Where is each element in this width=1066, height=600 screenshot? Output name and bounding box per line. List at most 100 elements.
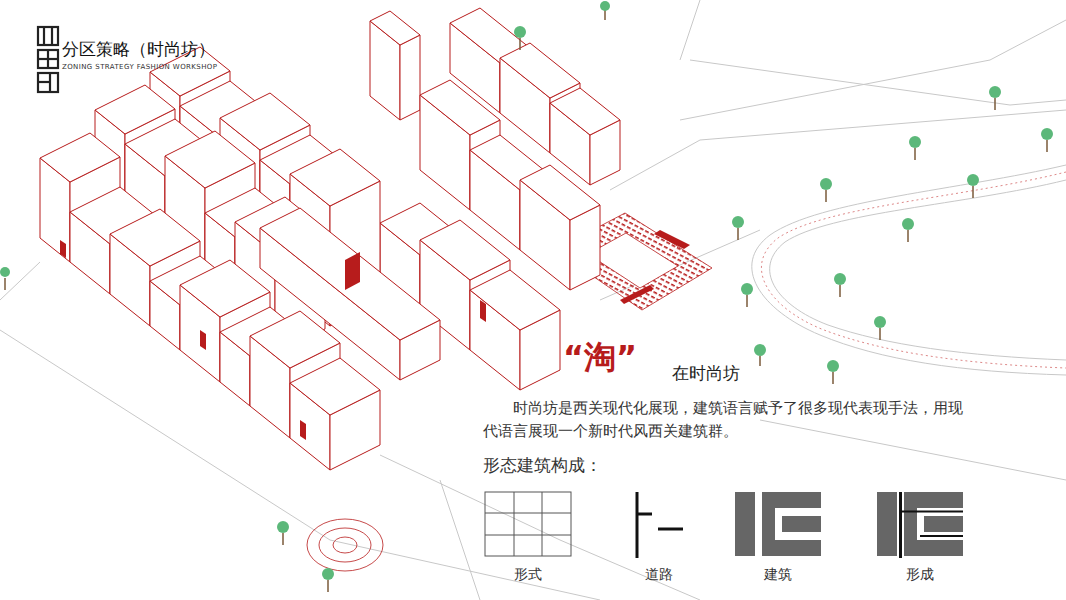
road xyxy=(690,60,1066,105)
facade-accent xyxy=(300,420,306,440)
description: 时尚坊是西关现代化展现，建筑语言赋予了很多现代表现手法，用现代语言展现一个新时代… xyxy=(483,397,973,443)
building-roof xyxy=(370,11,420,45)
building-roof xyxy=(180,260,270,317)
building-roof xyxy=(420,220,510,280)
icon-form xyxy=(485,492,571,556)
road xyxy=(610,110,1066,190)
tree xyxy=(754,344,766,366)
icon-road xyxy=(637,492,683,558)
building-icon xyxy=(782,516,821,532)
icon-result xyxy=(877,492,963,558)
plaza-center xyxy=(588,233,678,288)
tree xyxy=(514,26,526,50)
grid-icon xyxy=(514,492,515,556)
result-icon xyxy=(900,511,963,513)
building-roof xyxy=(110,209,200,266)
facade-accents xyxy=(60,240,486,440)
logo-glyph xyxy=(51,27,53,45)
tree xyxy=(0,267,10,290)
building-roof xyxy=(520,165,600,220)
slide-title: 分区策略（时尚坊） xyxy=(62,38,215,61)
tree xyxy=(820,178,832,202)
building-icon xyxy=(735,492,755,556)
tree xyxy=(989,86,1001,110)
grid-icon xyxy=(485,492,571,556)
tree xyxy=(277,521,289,545)
icon-caption: 形式 xyxy=(514,566,542,584)
logo-glyph xyxy=(38,27,58,45)
grid-icon xyxy=(485,513,571,514)
slide-subtitle: ZONING STRATEGY FASHION WORKSHOP xyxy=(62,63,217,71)
logo-glyph xyxy=(43,27,45,45)
road-icon xyxy=(658,528,683,531)
building-roof xyxy=(550,88,620,135)
result-icon xyxy=(904,540,963,556)
result-icon xyxy=(920,535,963,537)
grid-icon xyxy=(542,492,543,556)
facade-accent xyxy=(345,252,360,290)
tree xyxy=(827,360,839,384)
tree xyxy=(874,316,886,340)
road xyxy=(760,420,1066,480)
facade-accent xyxy=(480,300,486,322)
icon-caption: 建筑 xyxy=(764,566,792,584)
section-heading: 形态建筑构成： xyxy=(483,454,602,477)
logo-glyph xyxy=(49,73,51,92)
trees xyxy=(0,1,1053,592)
building-roof xyxy=(290,358,380,415)
result-icon xyxy=(924,516,963,532)
tree xyxy=(909,136,921,160)
round-plaza-ring xyxy=(319,528,371,562)
tree xyxy=(967,174,979,198)
road-edge xyxy=(761,172,1066,368)
building-icon xyxy=(762,540,821,556)
facade-accent xyxy=(200,330,206,350)
road xyxy=(0,262,40,300)
building-roof xyxy=(290,149,380,206)
road-icon xyxy=(636,492,639,558)
road xyxy=(440,480,480,600)
logo-glyph xyxy=(47,50,49,68)
result-icon xyxy=(899,492,902,558)
tree xyxy=(732,216,744,240)
building-roof xyxy=(470,270,560,330)
tree xyxy=(902,218,914,242)
road xyxy=(380,455,700,600)
building-roof xyxy=(40,133,120,182)
tree xyxy=(1041,128,1053,152)
keyword-suffix: 在时尚坊 xyxy=(672,362,740,385)
keyword: “淘” xyxy=(563,336,637,380)
road-icon xyxy=(637,513,652,516)
road xyxy=(752,165,1066,375)
road xyxy=(680,20,1066,120)
tree xyxy=(600,1,610,20)
round-plaza-ring xyxy=(333,537,357,553)
tree xyxy=(834,273,846,297)
road xyxy=(680,0,700,60)
icon-building xyxy=(735,492,821,556)
result-icon xyxy=(877,492,897,556)
road xyxy=(770,180,1066,360)
round-plaza xyxy=(307,519,383,571)
logo-glyph xyxy=(38,50,58,68)
logo-glyph xyxy=(38,73,58,92)
logo xyxy=(38,27,58,92)
building-face xyxy=(400,35,420,120)
facade-accent xyxy=(60,240,66,258)
building-roof xyxy=(420,80,500,135)
plaza-bench xyxy=(620,285,654,304)
plaza-bench xyxy=(654,230,690,249)
building-roof xyxy=(165,131,255,188)
icon-caption: 道路 xyxy=(645,566,673,584)
icon-caption: 形成 xyxy=(906,566,934,584)
grid-icon xyxy=(485,535,571,536)
building-roof xyxy=(500,43,580,98)
round-plaza-ring xyxy=(307,519,383,571)
tree xyxy=(741,283,753,307)
building-roof xyxy=(250,311,340,368)
logo-glyph xyxy=(38,81,50,83)
tree xyxy=(322,568,334,592)
